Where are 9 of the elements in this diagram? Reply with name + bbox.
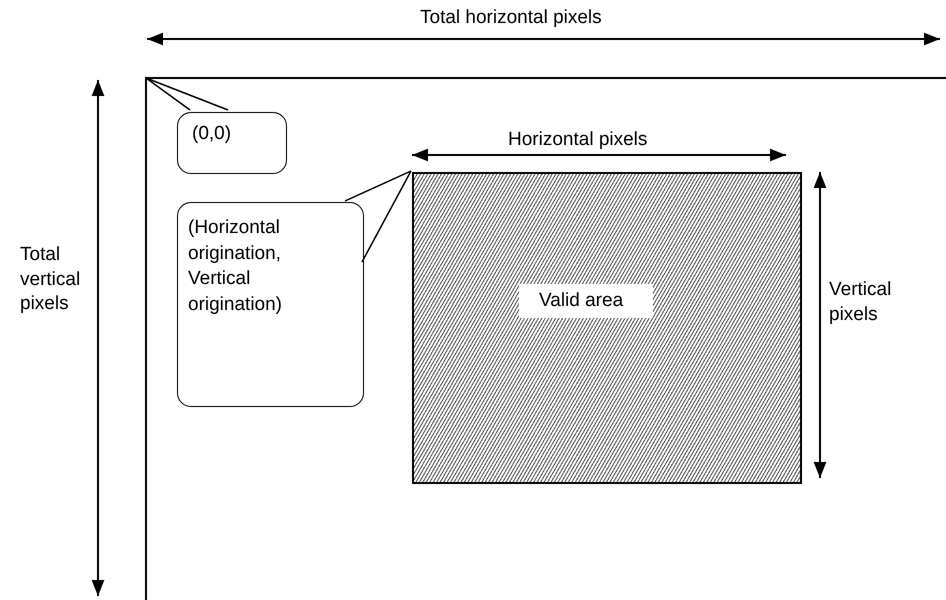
callout-bubble [177, 112, 287, 174]
callout-tail [344, 170, 412, 263]
callout-bubble [177, 202, 364, 407]
callout-tail [145, 77, 229, 111]
area-label: Valid area [519, 284, 654, 318]
callout-text: (Horizontal origination, Vertical origination) [188, 216, 283, 317]
callout-text: (0,0) [192, 122, 232, 146]
valid-area-hatched [412, 172, 802, 484]
screen-frame [145, 77, 946, 600]
